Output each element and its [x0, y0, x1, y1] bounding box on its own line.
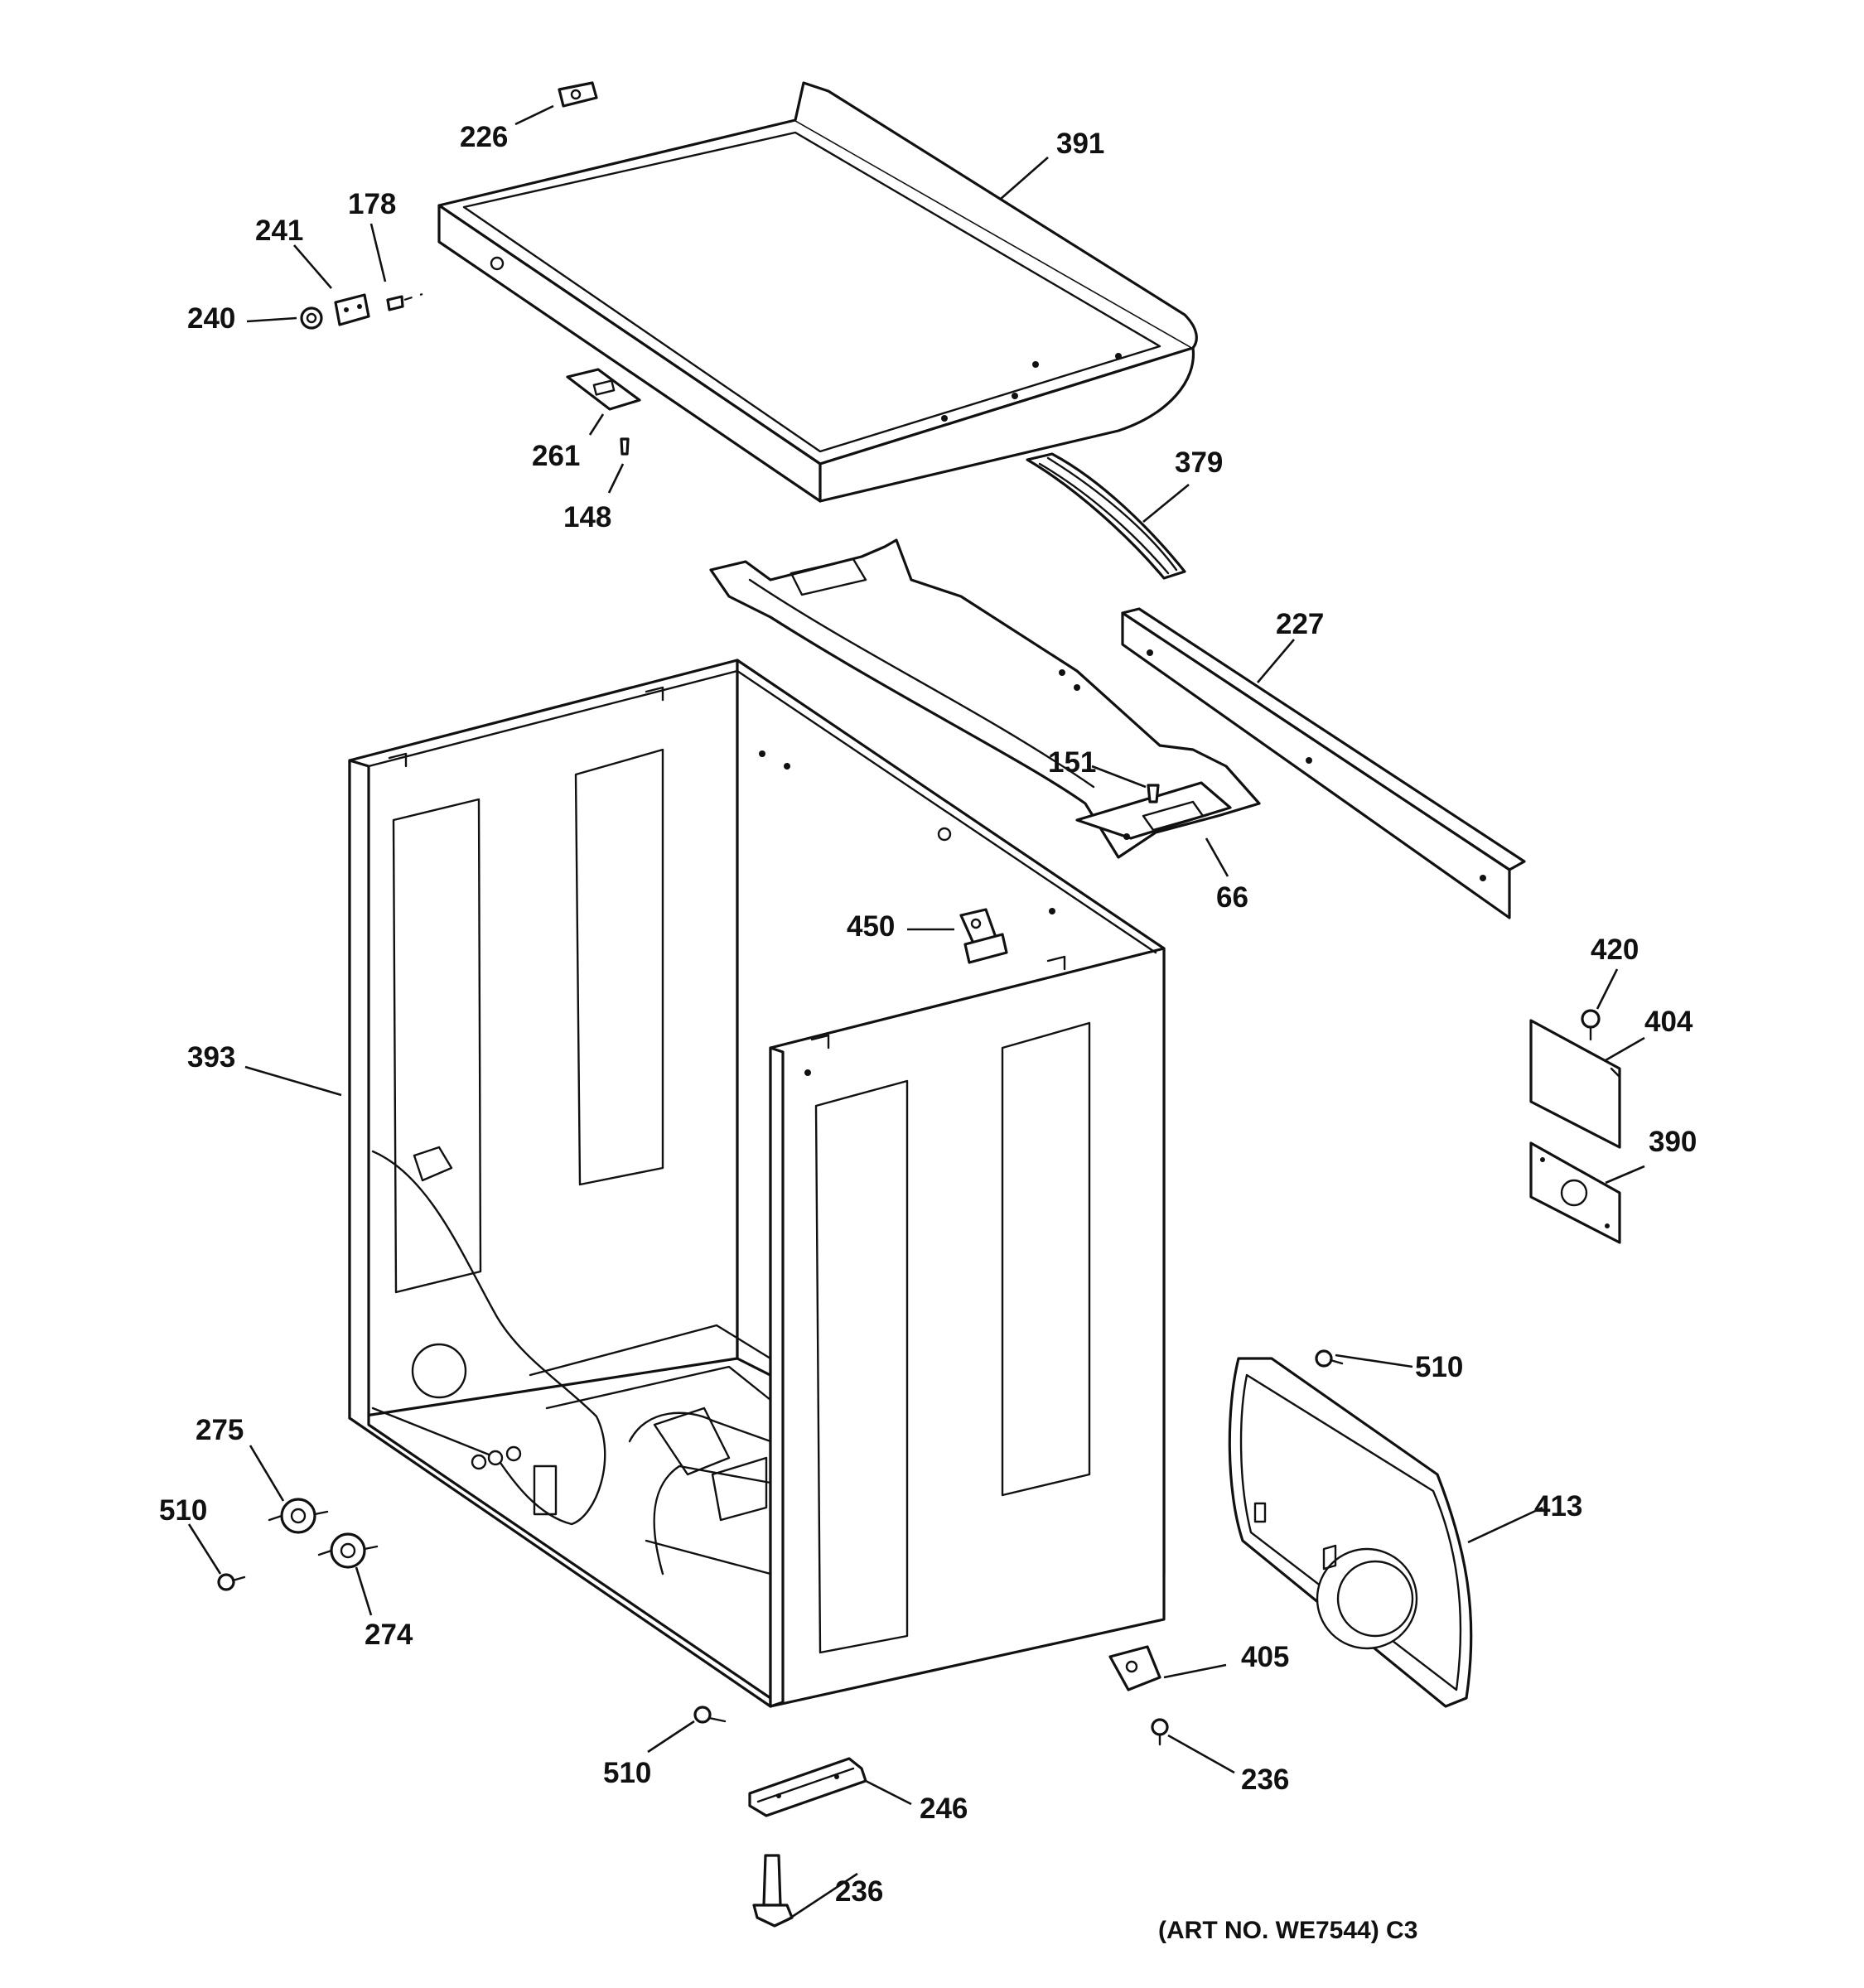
callout-510-front: 510 — [603, 1757, 651, 1789]
leveling-leg-236-front — [752, 1854, 794, 1928]
callout-393: 393 — [187, 1041, 235, 1074]
bracket-450 — [959, 908, 1008, 964]
screw-510-front — [693, 1706, 727, 1724]
callout-391: 391 — [1056, 128, 1104, 160]
callout-261: 261 — [532, 440, 580, 472]
callout-236-rear: 236 — [1241, 1764, 1289, 1796]
glide-405 — [1108, 1645, 1161, 1691]
screw-236-rear — [1151, 1718, 1169, 1746]
nut-240 — [300, 306, 323, 330]
callout-226: 226 — [460, 121, 508, 153]
callout-236-front: 236 — [835, 1875, 883, 1908]
callout-510-rear: 510 — [1415, 1351, 1463, 1383]
callout-450: 450 — [847, 910, 895, 943]
callout-404: 404 — [1644, 1006, 1693, 1038]
cover-plate-404 — [1529, 1019, 1621, 1149]
screw-178 — [386, 292, 423, 311]
callout-390: 390 — [1649, 1126, 1697, 1158]
callout-405: 405 — [1241, 1641, 1289, 1673]
callout-274: 274 — [365, 1619, 413, 1651]
callout-labels: 226 391 178 241 240 261 148 379 227 151 … — [159, 121, 1697, 1908]
rear-panel-413 — [1228, 1357, 1473, 1708]
callout-178: 178 — [348, 188, 396, 220]
screw-420 — [1581, 1009, 1601, 1041]
callout-241: 241 — [255, 215, 303, 247]
screw-510-left — [217, 1573, 246, 1591]
plate-390 — [1529, 1141, 1621, 1244]
callout-420: 420 — [1591, 934, 1639, 966]
callout-227: 227 — [1276, 608, 1324, 640]
screw-151 — [1147, 784, 1160, 803]
art-number: (ART NO. WE7544) C3 — [1158, 1917, 1417, 1944]
screw-148 — [620, 437, 630, 456]
top-cover-391 — [437, 81, 1198, 503]
callout-246: 246 — [920, 1793, 968, 1825]
plate-261 — [566, 368, 641, 411]
bracket-246 — [748, 1757, 867, 1817]
callout-148: 148 — [563, 501, 611, 533]
callout-151: 151 — [1048, 746, 1096, 779]
vent-duct-379 — [1026, 452, 1186, 580]
rail-227 — [1121, 607, 1526, 919]
thermostat-274 — [317, 1532, 379, 1569]
screw-510-rear — [1315, 1349, 1344, 1368]
callout-510-left: 510 — [159, 1494, 207, 1527]
cabinet-393 — [348, 659, 1166, 1708]
callout-379: 379 — [1175, 446, 1223, 479]
clip-226 — [558, 81, 598, 108]
thermostat-275 — [268, 1498, 329, 1534]
leader-lines — [187, 104, 1645, 1922]
callout-413: 413 — [1534, 1490, 1582, 1522]
callout-240: 240 — [187, 302, 235, 335]
bracket-241 — [334, 293, 370, 326]
callout-275: 275 — [196, 1414, 244, 1446]
callout-66: 66 — [1216, 881, 1248, 914]
